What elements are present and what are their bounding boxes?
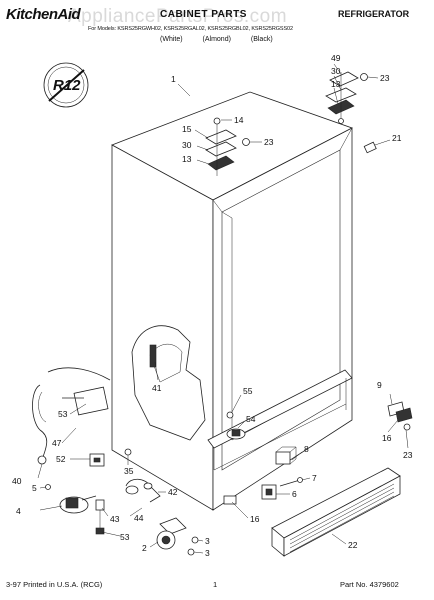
color-almond: (Almond) [202,36,231,43]
leveling-parts [226,411,246,440]
callout-9: 9 [377,380,382,390]
callout-labels: 1 49 30 13 23 15 14 30 23 13 21 41 55 54… [12,53,413,558]
callout-23-upper: 23 [380,73,390,83]
callout-54: 54 [246,414,256,424]
side-plug-21 [363,141,377,154]
callout-43: 43 [110,514,120,524]
callout-6: 6 [292,489,297,499]
callout-47: 47 [52,438,62,448]
color-black: (Black) [250,36,273,43]
callout-40: 40 [12,476,22,486]
upper-center-hinge [205,117,250,176]
callout-52: 52 [56,454,66,464]
toe-grille [271,467,401,557]
roller-bracket [223,477,303,505]
callout-5: 5 [32,483,37,493]
callout-7: 7 [312,473,317,483]
callout-23-center: 23 [264,137,274,147]
callout-21: 21 [392,133,402,143]
part-number: Part No. 4379602 [340,580,399,589]
leader-lines [37,63,409,554]
callout-22: 22 [348,540,358,550]
callout-4: 4 [16,506,21,516]
color-legend: (White) (Almond) (Black) [160,36,291,43]
callout-23-right: 23 [403,450,413,460]
callout-1: 1 [171,74,176,84]
block-part-8 [275,446,297,465]
callout-16-lower: 16 [250,514,260,524]
watermark: AppliancePartsPros.com [68,6,288,27]
callout-3-lower: 3 [205,548,210,558]
callout-53-lower: 53 [120,532,130,542]
page-number: 1 [213,580,218,589]
callout-3-upper: 3 [205,536,210,546]
drain-tube-42 [125,478,161,503]
callout-53-upper: 53 [58,409,68,419]
callout-42: 42 [168,487,178,497]
callout-2: 2 [142,543,147,553]
callout-49: 49 [331,53,341,63]
callout-30-upper: 30 [331,66,341,76]
brand-logo: KitchenAid [6,6,81,23]
r12-badge: R12 [43,62,89,108]
print-date: 3-97 Printed in U.S.A. (RCG) [6,580,103,589]
callout-13-center: 13 [182,154,192,164]
callout-44: 44 [134,513,144,523]
callout-16-right: 16 [382,433,392,443]
compressor-mount [45,484,97,514]
lower-right-hinge [387,401,413,431]
power-cord-assembly [32,367,111,465]
color-white: (White) [160,36,183,43]
callout-15: 15 [182,124,192,134]
callout-8: 8 [304,444,309,454]
model-list: For Models: KSRS25RGWH02, KSRS25RGAL02, … [88,26,293,32]
callout-13-upper: 13 [331,79,341,89]
callout-14: 14 [234,115,244,125]
bracket-52 [89,448,132,467]
wheel-assembly [95,499,199,556]
page-title: CABINET PARTS [160,9,247,20]
appliance-category: REFRIGERATOR [338,9,410,19]
callout-55: 55 [243,386,253,396]
callout-41: 41 [152,383,162,393]
callout-35: 35 [124,466,134,476]
callout-30-center: 30 [182,140,192,150]
cabinet-shell [111,91,354,511]
